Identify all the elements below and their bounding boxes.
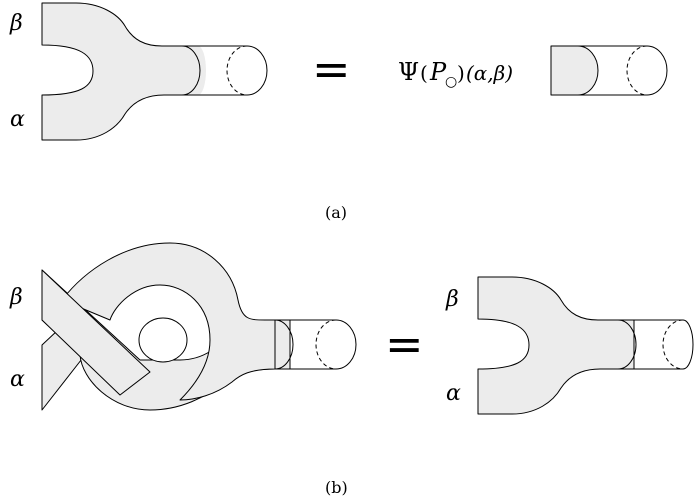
label-beta-a: β — [9, 11, 23, 36]
psi-symbol: Ψ — [398, 58, 419, 86]
caption-a: (a) — [325, 203, 347, 222]
psi-subscript: ○ — [445, 74, 457, 90]
psi-arguments: (α,β) — [466, 61, 513, 85]
equals-sign-b: = — [385, 317, 424, 371]
label-alpha-b-left: α — [10, 367, 25, 392]
label-beta-b-left: β — [9, 285, 23, 310]
psi-close-paren: ) — [457, 61, 465, 85]
twisted-pants-surface — [41, 242, 357, 411]
panel-b: β α = β α (b) — [9, 242, 694, 497]
pants-surface-b — [477, 276, 694, 415]
psi-expression: Ψ ( P ○ ) (α,β) — [398, 58, 513, 90]
psi-open-paren: ( — [420, 61, 428, 85]
psi-variable: P — [429, 58, 447, 86]
panel-a: β α = Ψ ( P ○ ) (α,β) (a) — [9, 2, 668, 222]
label-beta-b-right: β — [445, 287, 459, 312]
label-alpha-b-right: α — [446, 381, 461, 406]
pants-surface-a — [41, 2, 268, 141]
caption-b: (b) — [325, 478, 348, 497]
equals-sign-a: = — [312, 42, 351, 96]
label-alpha-a: α — [10, 107, 25, 132]
cap-surface-a — [550, 45, 668, 96]
